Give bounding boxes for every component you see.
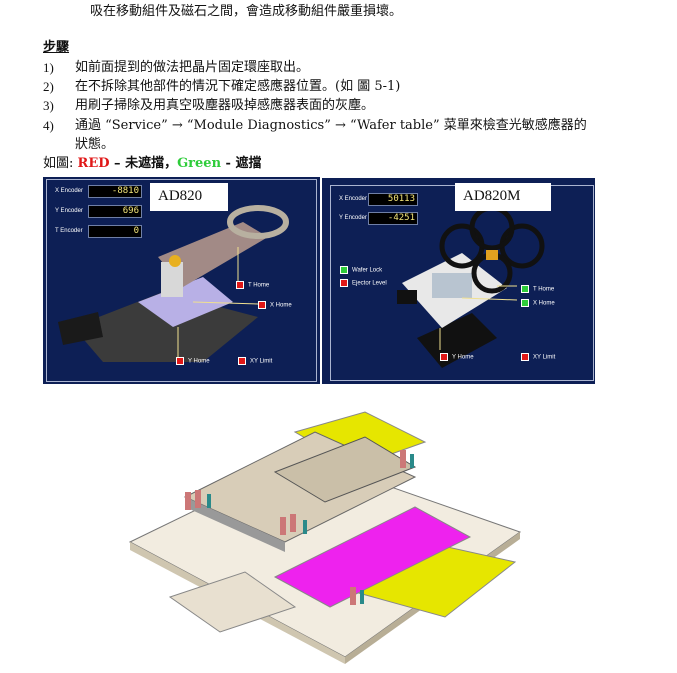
y-encoder-value: 696 (88, 205, 142, 218)
x-encoder-label: X Encoder (55, 188, 84, 194)
step-number: 3) (43, 98, 54, 113)
y-encoder-value: -4251 (368, 212, 418, 225)
status-indicator (521, 353, 529, 361)
x-encoder-value: 50113 (368, 193, 418, 206)
legend-green: Green (177, 156, 222, 171)
x-encoder-label: X Encoder (339, 196, 368, 202)
status-indicator (340, 279, 348, 287)
t-encoder-value: 0 (88, 225, 142, 238)
status-indicator (521, 285, 529, 293)
step-number: 1) (43, 60, 54, 75)
legend-red: RED (77, 156, 110, 171)
status-indicator (176, 357, 184, 365)
section-heading: 步驟 (43, 40, 70, 55)
step-text: 通過 “Service” → “Module Diagnostics” → “W… (75, 118, 587, 133)
t-encoder-label: T Encoder (55, 228, 83, 234)
status-indicator (238, 357, 246, 365)
sensor-y-home: Y Home (440, 353, 474, 361)
ad820-diagnostics-panel: X Encoder -8810 Y Encoder 696 T Encoder … (43, 177, 320, 384)
paragraph-line: 吸在移動組件及磁石之間，會造成移動組件嚴重損壞。 (90, 4, 403, 19)
step-text: 在不拆除其他部件的情況下確定感應器位置。(如 圖 5-1) (75, 79, 401, 94)
step-text: 用刷子掃除及用真空吸塵器吸掉感應器表面的灰塵。 (75, 98, 375, 113)
status-indicator (258, 301, 266, 309)
color-legend: 如圖: RED – 未遮擋，Green - 遮擋 (43, 156, 261, 172)
x-encoder-value: -8810 (88, 185, 142, 198)
y-encoder-label: Y Encoder (55, 208, 83, 214)
sensor-y-home: Y Home (176, 357, 210, 365)
status-indicator (521, 299, 529, 307)
status-indicator (440, 353, 448, 361)
sensor-t-home: T Home (236, 281, 269, 289)
status-indicator (236, 281, 244, 289)
sensor-ejector-level: Ejector Level (340, 279, 387, 287)
legend-prefix: 如圖: (43, 156, 78, 171)
status-indicator (340, 266, 348, 274)
step-number: 2) (43, 79, 54, 94)
wafer-table-illustration (58, 205, 289, 362)
sensor-x-home: X Home (258, 301, 292, 309)
sensor-t-home: T Home (521, 285, 554, 293)
legend-end: - 遮擋 (221, 156, 262, 171)
step-number: 4) (43, 118, 54, 133)
model-title: AD820 (150, 183, 228, 211)
model-title: AD820M (455, 183, 551, 211)
step-text: 如前面提到的做法把晶片固定環座取出。 (75, 60, 310, 75)
legend-mid: – 未遮擋， (109, 156, 178, 171)
sensor-wafer-lock: Wafer Lock (340, 266, 382, 274)
y-encoder-label: Y Encoder (339, 215, 367, 221)
wafer-table-3d-render (128, 411, 522, 664)
sensor-xy-limit: XY Limit (521, 353, 555, 361)
step-text-continued: 狀態。 (75, 137, 115, 152)
sensor-xy-limit: XY Limit (238, 357, 272, 365)
wafer-table-illustration (397, 205, 545, 368)
ad820m-diagnostics-panel: X Encoder 50113 Y Encoder -4251 AD820M W… (322, 178, 595, 384)
sensor-x-home: X Home (521, 299, 555, 307)
